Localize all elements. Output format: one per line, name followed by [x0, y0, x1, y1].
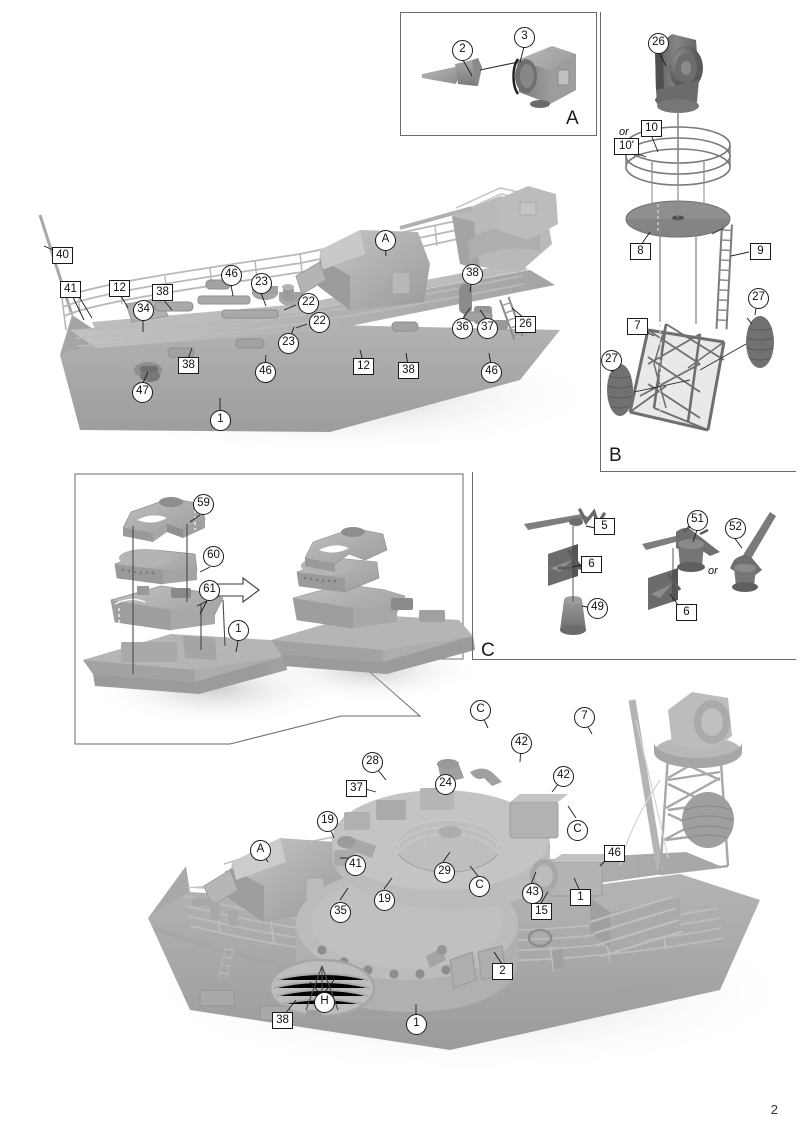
callout-38-bottom[interactable]: 38	[272, 1012, 293, 1029]
panel-b-frame	[600, 12, 796, 472]
callout-23-fore[interactable]: 23	[251, 273, 272, 294]
callout-5[interactable]: 5	[594, 518, 615, 535]
callout-7-mast[interactable]: 7	[627, 318, 648, 335]
callout-H-ref[interactable]: H	[314, 992, 335, 1013]
callout-49[interactable]: 49	[587, 598, 608, 619]
panel-a-letter: A	[566, 108, 580, 129]
callout-C-ref-aft[interactable]: C	[567, 820, 588, 841]
callout-1-bottom-hull[interactable]: 1	[406, 1014, 427, 1035]
callout-43[interactable]: 43	[522, 883, 543, 904]
callout-38-aft[interactable]: 38	[462, 264, 483, 285]
callout-27-left[interactable]: 27	[601, 350, 622, 371]
callout-2-hull[interactable]: 2	[492, 963, 513, 980]
callout-28[interactable]: 28	[362, 752, 383, 773]
callout-19-upper[interactable]: 19	[317, 811, 338, 832]
callout-7-mast-ref[interactable]: 7	[574, 707, 595, 728]
callout-3-gearbox[interactable]: 3	[514, 27, 535, 48]
panel-b-letter: B	[609, 445, 623, 466]
callout-59[interactable]: 59	[193, 494, 214, 515]
callout-29[interactable]: 29	[434, 862, 455, 883]
panel-c-frame	[472, 472, 796, 660]
callout-36[interactable]: 36	[452, 318, 473, 339]
callout-42-lower[interactable]: 42	[553, 766, 574, 787]
callout-35[interactable]: 35	[330, 902, 351, 923]
callout-37-bottom[interactable]: 37	[346, 780, 367, 797]
callout-34[interactable]: 34	[133, 300, 154, 321]
panel-c-letter: C	[481, 640, 496, 661]
callout-46-mid[interactable]: 46	[255, 362, 276, 383]
superstructure-artwork	[83, 497, 481, 727]
panel-b-artwork	[607, 34, 774, 432]
callout-22-a[interactable]: 22	[298, 293, 319, 314]
page-number: 2	[770, 1102, 778, 1117]
callout-19-lower[interactable]: 19	[374, 890, 395, 911]
panel-a-artwork	[422, 46, 576, 108]
callout-10[interactable]: 10	[641, 120, 662, 137]
or-label-b: or	[619, 126, 629, 138]
callout-46-bottom[interactable]: 46	[604, 845, 625, 862]
callout-27-right[interactable]: 27	[748, 288, 769, 309]
callout-26-top[interactable]: 26	[515, 316, 536, 333]
or-label-c: or	[708, 565, 718, 577]
panel-a-frame	[400, 12, 597, 136]
callout-61[interactable]: 61	[199, 580, 220, 601]
callout-10-prime[interactable]: 10'	[614, 138, 639, 155]
callout-12-bow[interactable]: 12	[109, 280, 130, 297]
callout-46-fore[interactable]: 46	[221, 265, 242, 286]
callout-52[interactable]: 52	[725, 518, 746, 539]
callout-24[interactable]: 24	[435, 774, 456, 795]
callout-1-superstructure[interactable]: 1	[228, 620, 249, 641]
bottom-ship-artwork	[140, 692, 800, 1076]
callout-37-top[interactable]: 37	[477, 318, 498, 339]
callout-A-ref-bottom[interactable]: A	[250, 840, 271, 861]
callout-C-ref-deck[interactable]: C	[469, 876, 490, 897]
callout-38-mid[interactable]: 38	[398, 362, 419, 379]
callout-51[interactable]: 51	[687, 510, 708, 531]
callout-C-ref-bridge[interactable]: C	[470, 700, 491, 721]
callout-12-mid[interactable]: 12	[353, 358, 374, 375]
callout-9[interactable]: 9	[750, 243, 771, 260]
callout-38-lower-fore[interactable]: 38	[178, 357, 199, 374]
panel-c-artwork	[524, 508, 776, 635]
callout-38-bow[interactable]: 38	[152, 284, 173, 301]
callout-41-bottom[interactable]: 41	[345, 855, 366, 876]
callout-15[interactable]: 15	[531, 903, 552, 920]
callout-6-left[interactable]: 6	[581, 556, 602, 573]
callout-1-deck[interactable]: 1	[570, 889, 591, 906]
callout-1-top-hull[interactable]: 1	[210, 410, 231, 431]
callout-47[interactable]: 47	[132, 382, 153, 403]
callout-23-aft[interactable]: 23	[278, 333, 299, 354]
callout-40[interactable]: 40	[52, 247, 73, 264]
callout-41[interactable]: 41	[60, 281, 81, 298]
callout-2-prop[interactable]: 2	[452, 40, 473, 61]
callout-A-ref-top[interactable]: A	[375, 230, 396, 251]
callout-22-b[interactable]: 22	[309, 312, 330, 333]
callout-8[interactable]: 8	[630, 243, 651, 260]
callout-60[interactable]: 60	[203, 546, 224, 567]
callout-6-right[interactable]: 6	[676, 604, 697, 621]
callout-46-aft[interactable]: 46	[481, 362, 502, 383]
callout-26[interactable]: 26	[648, 33, 669, 54]
callout-42-upper[interactable]: 42	[511, 733, 532, 754]
